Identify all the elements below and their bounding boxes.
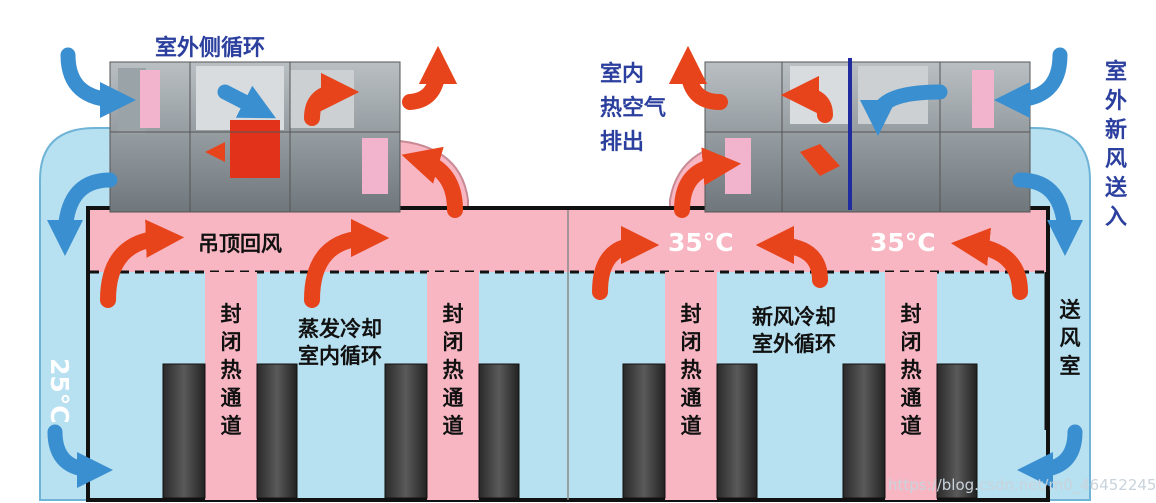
air-handling-unit-icon: [704, 58, 1031, 213]
temp-right-label: 35°C: [870, 228, 936, 257]
temp-mid-label: 35°C: [668, 228, 734, 257]
outdoor-fresh-air-in-label: 室 外 新 风 送 入: [1104, 60, 1127, 230]
hot-aisle-3: [665, 272, 717, 500]
hot-aisle-2: [427, 272, 479, 500]
watermark: https://blog.csdn.net/m0_46452245: [888, 476, 1156, 494]
evap-cool-indoor-label: 蒸发冷却 室内循环: [298, 317, 382, 368]
server-rack-icon: [162, 363, 978, 499]
sealed-hot-aisle-label-4: 封 闭 热 通 道: [900, 302, 922, 438]
indoor-hot-exhaust-label: 室内 热空气 排出: [600, 62, 667, 155]
hot-air-arrow-icon: [100, 45, 1028, 308]
sealed-hot-aisle-label-2: 封 闭 热 通 道: [442, 302, 464, 438]
hot-aisle-4: [885, 272, 937, 500]
ceiling-return-label: 吊顶回风: [198, 232, 282, 256]
sealed-hot-aisle-label-1: 封 闭 热 通 道: [220, 302, 242, 438]
air-handling-unit-icon: [109, 61, 401, 213]
temp-left-label: 25°C: [45, 358, 74, 424]
cold-air-arrow-icon: [47, 47, 1083, 488]
sealed-hot-aisle-label-3: 封 闭 热 通 道: [680, 302, 702, 438]
outdoor-side-loop-label: 室外侧循环: [155, 36, 266, 61]
hot-aisle-1: [205, 272, 257, 500]
fresh-air-cool-outdoor-label: 新风冷却 室外循环: [752, 305, 836, 356]
supply-room-label: 送 风 室: [1059, 298, 1081, 378]
